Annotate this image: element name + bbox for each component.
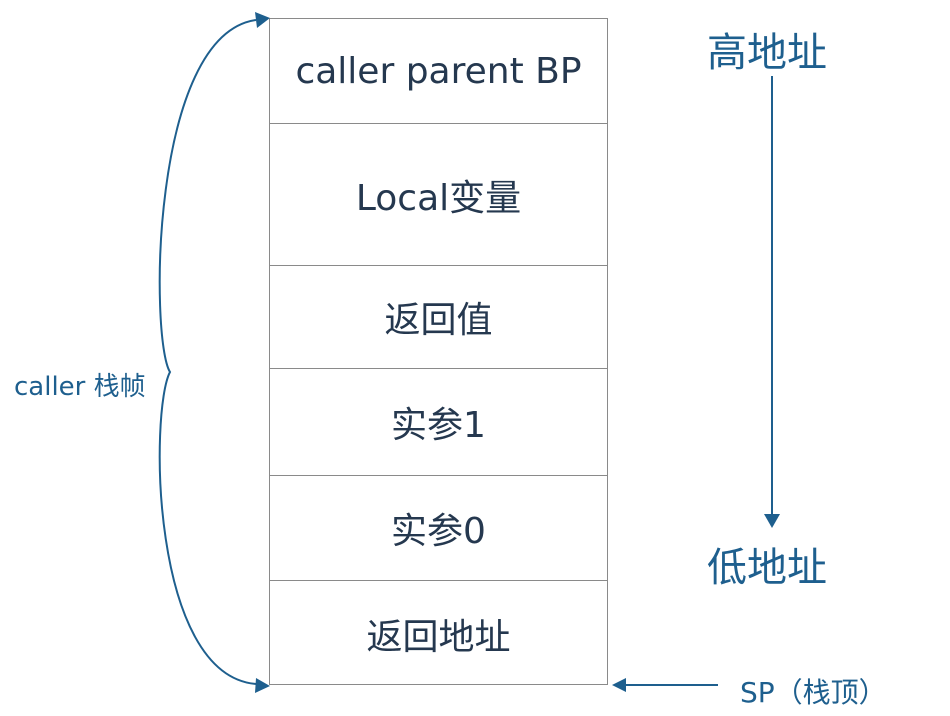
high-address-label: 高地址 xyxy=(707,30,827,76)
address-direction-arrow xyxy=(764,76,780,528)
stack-pointer-label: SP（栈顶） xyxy=(740,676,887,709)
stack-cell-return-value: 返回值 xyxy=(270,266,607,369)
sp-pointer-arrow xyxy=(612,678,718,692)
stack-cell-return-address: 返回地址 xyxy=(366,616,511,658)
stack-cell-argument-0: 实参0 xyxy=(270,476,607,581)
stack-cell-caller-parent-bp: caller parent BP xyxy=(270,19,607,124)
stack-cell-argument-1: 实参1 xyxy=(270,369,607,476)
stack-cell-local-variables: Local变量 xyxy=(270,124,607,266)
caller-frame-label: caller 栈帧 xyxy=(14,372,146,402)
caller-frame-bracket-arrow xyxy=(158,12,270,693)
low-address-label: 低地址 xyxy=(707,545,827,591)
stack-frame-diagram: caller parent BP Local变量 返回值 实参1 实参0 返回地… xyxy=(269,18,608,685)
